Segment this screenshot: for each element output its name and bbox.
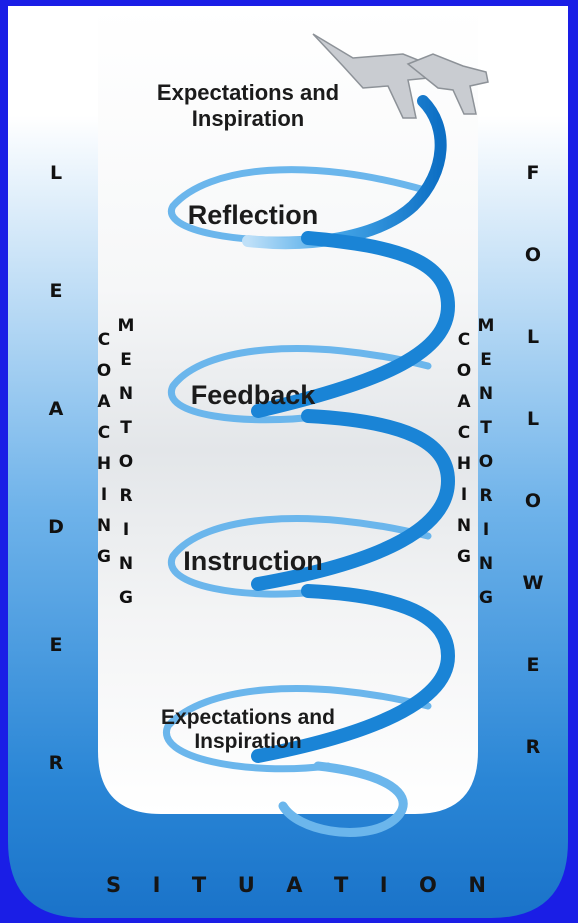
mentoring-left-letter: G — [119, 588, 133, 608]
follower-letter: L — [526, 326, 540, 348]
mentoring-left-letter: I — [122, 520, 130, 540]
coaching-right-letter: C — [457, 330, 471, 350]
coaching-right-letter: C — [457, 423, 471, 443]
spiral-front-strands — [242, 95, 456, 837]
mentoring-left-letter: N — [118, 554, 134, 574]
phase-instruction-label: Instruction — [183, 546, 323, 576]
leader-letter: R — [48, 752, 64, 774]
situation-letter: I — [379, 873, 388, 897]
coaching-left-letter: A — [97, 392, 111, 412]
leader-letter: A — [48, 398, 64, 420]
coaching-right-letter: A — [457, 392, 471, 412]
mentoring-left-letter: M — [117, 316, 135, 336]
follower-letter: O — [524, 490, 542, 512]
coaching-left-letter: N — [96, 516, 112, 536]
diagram-canvas: Expectations and Inspiration Reflection … — [8, 6, 568, 918]
leader-letter: E — [49, 280, 63, 302]
fighter-jets — [312, 33, 489, 119]
coaching-left-letter: O — [96, 361, 112, 381]
follower-letter: O — [524, 244, 542, 266]
leader-letter: E — [49, 634, 63, 656]
mentoring-left-letter: O — [118, 452, 134, 472]
phase-bottom-label: Expectations and Inspiration — [128, 706, 368, 754]
phase-top-line1: Expectations and — [156, 80, 340, 105]
situation-letter: O — [419, 873, 437, 897]
phase-feedback-label: Feedback — [190, 380, 316, 410]
phase-bottom-line1: Expectations and — [161, 706, 335, 729]
phase-top-label: Expectations and Inspiration — [128, 80, 368, 132]
situation-letter: I — [152, 873, 161, 897]
coaching-left-letter: C — [97, 330, 111, 350]
coaching-left-letter: G — [97, 547, 111, 567]
coaching-right-letter: H — [456, 454, 472, 474]
coaching-right-letter: N — [456, 516, 472, 536]
situation-letter: A — [286, 873, 303, 897]
follower-letter: E — [526, 654, 540, 676]
mentoring-right-letter: O — [478, 452, 494, 472]
jet-back — [406, 53, 489, 115]
leader-letter: L — [49, 162, 63, 184]
situation-letter: T — [333, 873, 349, 897]
mentoring-right-letter: M — [477, 316, 495, 336]
coaching-right-letter: I — [460, 485, 468, 505]
phase-top-line2: Inspiration — [191, 106, 305, 131]
mentoring-left-letter: R — [119, 486, 133, 506]
mentoring-right-letter: G — [479, 588, 493, 608]
situation-letter: S — [106, 873, 122, 897]
coaching-left-letter: C — [97, 423, 111, 443]
follower-letter: R — [525, 736, 541, 758]
phase-bottom-line2: Inspiration — [194, 730, 302, 753]
mentoring-left-letter: E — [120, 350, 132, 370]
mentoring-right-letter: T — [480, 418, 492, 438]
mentoring-right-letter: E — [480, 350, 492, 370]
jet-front — [312, 33, 434, 119]
mentoring-right-letter: R — [479, 486, 493, 506]
follower-letter: F — [526, 162, 540, 184]
coaching-right-letter: O — [456, 361, 472, 381]
phase-reflection-label: Reflection — [187, 200, 319, 230]
follower-letter: W — [522, 572, 544, 594]
situation-letter: N — [468, 873, 486, 897]
situation-letter: U — [237, 873, 255, 897]
mentoring-right-letter: N — [478, 554, 494, 574]
mentoring-left-letter: N — [118, 384, 134, 404]
coaching-left-letter: H — [96, 454, 112, 474]
mentoring-left-letter: T — [120, 418, 132, 438]
follower-letter: L — [526, 408, 540, 430]
coaching-left-letter: I — [100, 485, 108, 505]
mentoring-right-letter: I — [482, 520, 490, 540]
situation-letter: T — [191, 873, 207, 897]
coaching-right-letter: G — [457, 547, 471, 567]
spiral-diagram — [8, 6, 568, 918]
leader-letter: D — [48, 516, 64, 538]
mentoring-right-letter: N — [478, 384, 494, 404]
